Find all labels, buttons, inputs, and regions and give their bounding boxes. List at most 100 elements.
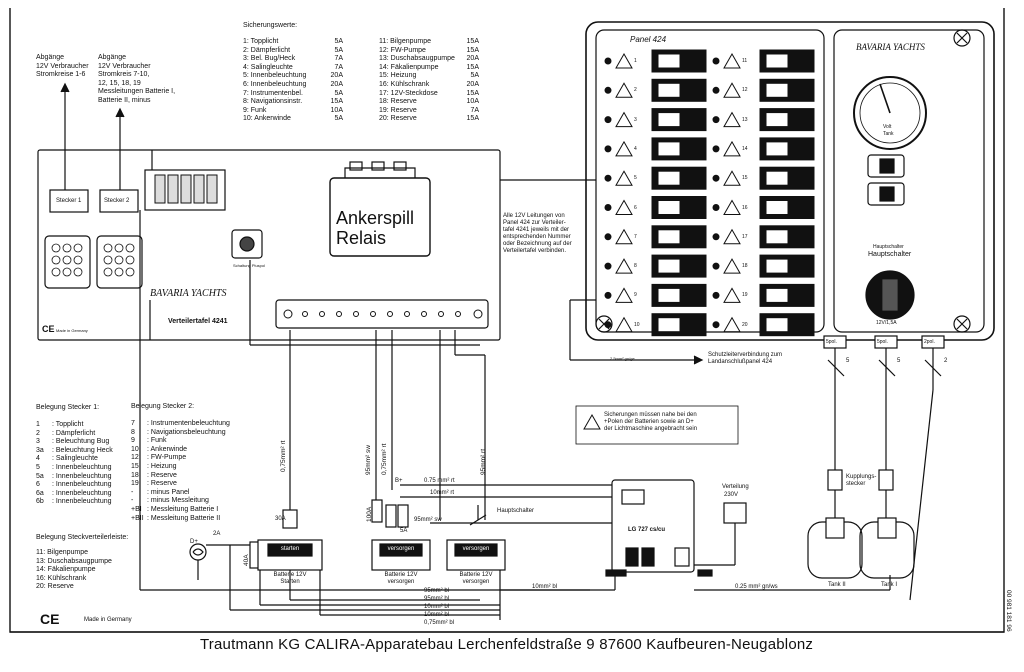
fuse-amp: 20A <box>330 80 343 88</box>
plug-row: 4: Salingleuchte <box>36 455 113 464</box>
plug-label: : Innenbeleuchtung <box>52 463 112 471</box>
switch-rocker-highlight <box>766 83 788 97</box>
footer-ce-mark: CE <box>40 611 60 627</box>
output-line: Stromkreise 1-6 <box>36 71 86 79</box>
fuse-warning-icon <box>723 199 741 215</box>
plug-label: : Innenbeleuchtung <box>52 498 112 506</box>
switch-rocker-highlight <box>766 113 788 127</box>
output-line: 12, 15, 18, 19 <box>98 79 141 87</box>
fuse-amp: 15A <box>466 38 479 45</box>
panel-circuit-number: 14 <box>742 145 748 152</box>
supply-voltage: 230V <box>724 492 739 498</box>
battery-start-badge: starten <box>280 546 300 552</box>
indicator-lamp-icon <box>712 204 720 211</box>
switch-rocker-highlight <box>658 54 680 68</box>
indicator-lamp-icon <box>712 291 720 299</box>
panel-circuit-number: 13 <box>742 116 748 123</box>
battery-start-name: Batterie 12V <box>273 572 307 578</box>
plug-row: 19: Reserve <box>131 480 230 489</box>
relay-label-line-1: Ankerspill <box>336 208 415 228</box>
fuse-name: 12: FW-Pumpe <box>379 46 426 54</box>
plug-label: : Salingleuchte <box>52 455 98 463</box>
fuse-amp: 5A <box>334 115 343 123</box>
plug-row: 6b : Innenbeleuchtung <box>36 498 113 507</box>
fuse-name: 15: Heizung <box>379 72 417 80</box>
plug-pin: 8 <box>131 428 135 436</box>
plug-label: : Messleitung Batterie II <box>147 514 221 522</box>
plug-label: : Innenbeleuchtung <box>52 489 112 497</box>
output-line: Stromkreis 7-10, <box>98 71 150 79</box>
fuse-warning-icon <box>723 316 741 333</box>
warning-box <box>575 405 739 445</box>
fuse-amp: 5A <box>470 72 479 80</box>
panel-circuit-number: 17 <box>742 233 748 240</box>
plug-label: : Innenbeleuchtung <box>52 481 112 489</box>
fuse-warning-icon <box>615 258 633 274</box>
panel-circuit-number: 3 <box>634 116 637 123</box>
plug-row: 1: Topplicht <box>36 421 113 430</box>
plug-row: 3a: Beleuchtung Heck <box>36 447 113 456</box>
fuse-amp: 10A <box>466 98 479 106</box>
indicator-lamp-icon <box>604 291 612 299</box>
fuse-warning-icon <box>723 82 741 98</box>
plug-pin: 12 <box>131 454 139 462</box>
panel-circuit-number: 11 <box>742 58 748 64</box>
plug-label: : FW-Pumpe <box>147 454 187 462</box>
panel-circuit-number: 5 <box>634 175 637 182</box>
indicator-lamp-icon <box>604 116 612 124</box>
plug-pin: 10 <box>131 445 139 453</box>
tank-wire-count-3: 2 <box>944 358 948 364</box>
output-line: 12V Verbraucher <box>98 62 151 70</box>
panel-circuit-number: 15 <box>742 175 748 182</box>
panel-circuit-number: 10 <box>634 321 640 328</box>
fuse-amp: 20A <box>466 80 479 88</box>
tank-2-label: Tank II <box>828 582 846 588</box>
plug-label: : minus Panel <box>147 488 190 496</box>
indicator-lamp-icon <box>712 174 720 182</box>
battery-house2-sub: versorgen <box>462 579 490 585</box>
wire-label-075-rt-3: 0.75 mm² rt <box>424 478 455 484</box>
switch-rocker-highlight <box>766 201 788 214</box>
note-line: oder Bezeichnung auf der <box>503 241 572 247</box>
plug-pin: 6a <box>36 489 44 497</box>
panel-circuit-number: 6 <box>634 204 637 211</box>
fuse-name: 6: Innenbeleuchtung <box>243 80 307 88</box>
wire-label-95-rt: 95mm² rt <box>480 449 487 475</box>
wire-label: 95mm² bl <box>424 596 450 602</box>
panel-circuit-number: 9 <box>634 292 637 299</box>
plug-pin: 2 <box>36 429 40 437</box>
plug-label: : Navigationsbeleuchtung <box>147 428 226 436</box>
panel-circuit-number: 4 <box>634 145 637 152</box>
indicator-lamp-icon <box>712 86 720 94</box>
plug-label: : Reserve <box>147 480 177 488</box>
plug-label: : Messleitung Batterie I <box>147 505 219 513</box>
wire-label: 0,75mm² bl <box>424 620 455 626</box>
plug-row: 9: Funk <box>131 437 230 446</box>
fuse-name: 13: Duschabsaugpumpe <box>379 55 455 63</box>
plug-row: 10 : Ankerwinde <box>131 446 230 455</box>
fuse-amp: 15A <box>466 89 479 97</box>
fuse-warning-icon <box>615 170 633 186</box>
gauge <box>853 76 927 150</box>
fuse-name: 3: Bel. Bug/Heck <box>243 55 296 63</box>
switch-rocker-highlight <box>766 230 788 244</box>
battery-start-sub: Starten <box>280 579 300 585</box>
indicator-lamp-icon <box>604 57 612 65</box>
panel-brand-logo: BAVARIA YACHTS <box>856 42 925 52</box>
strip-row: 13: Duschabsaugpumpe <box>36 557 112 565</box>
switch-rocker-highlight <box>766 171 788 185</box>
plug-label: : Ankerwinde <box>147 445 188 453</box>
plug-pin: 6b <box>36 498 44 506</box>
distribution-board-outline <box>37 149 501 341</box>
